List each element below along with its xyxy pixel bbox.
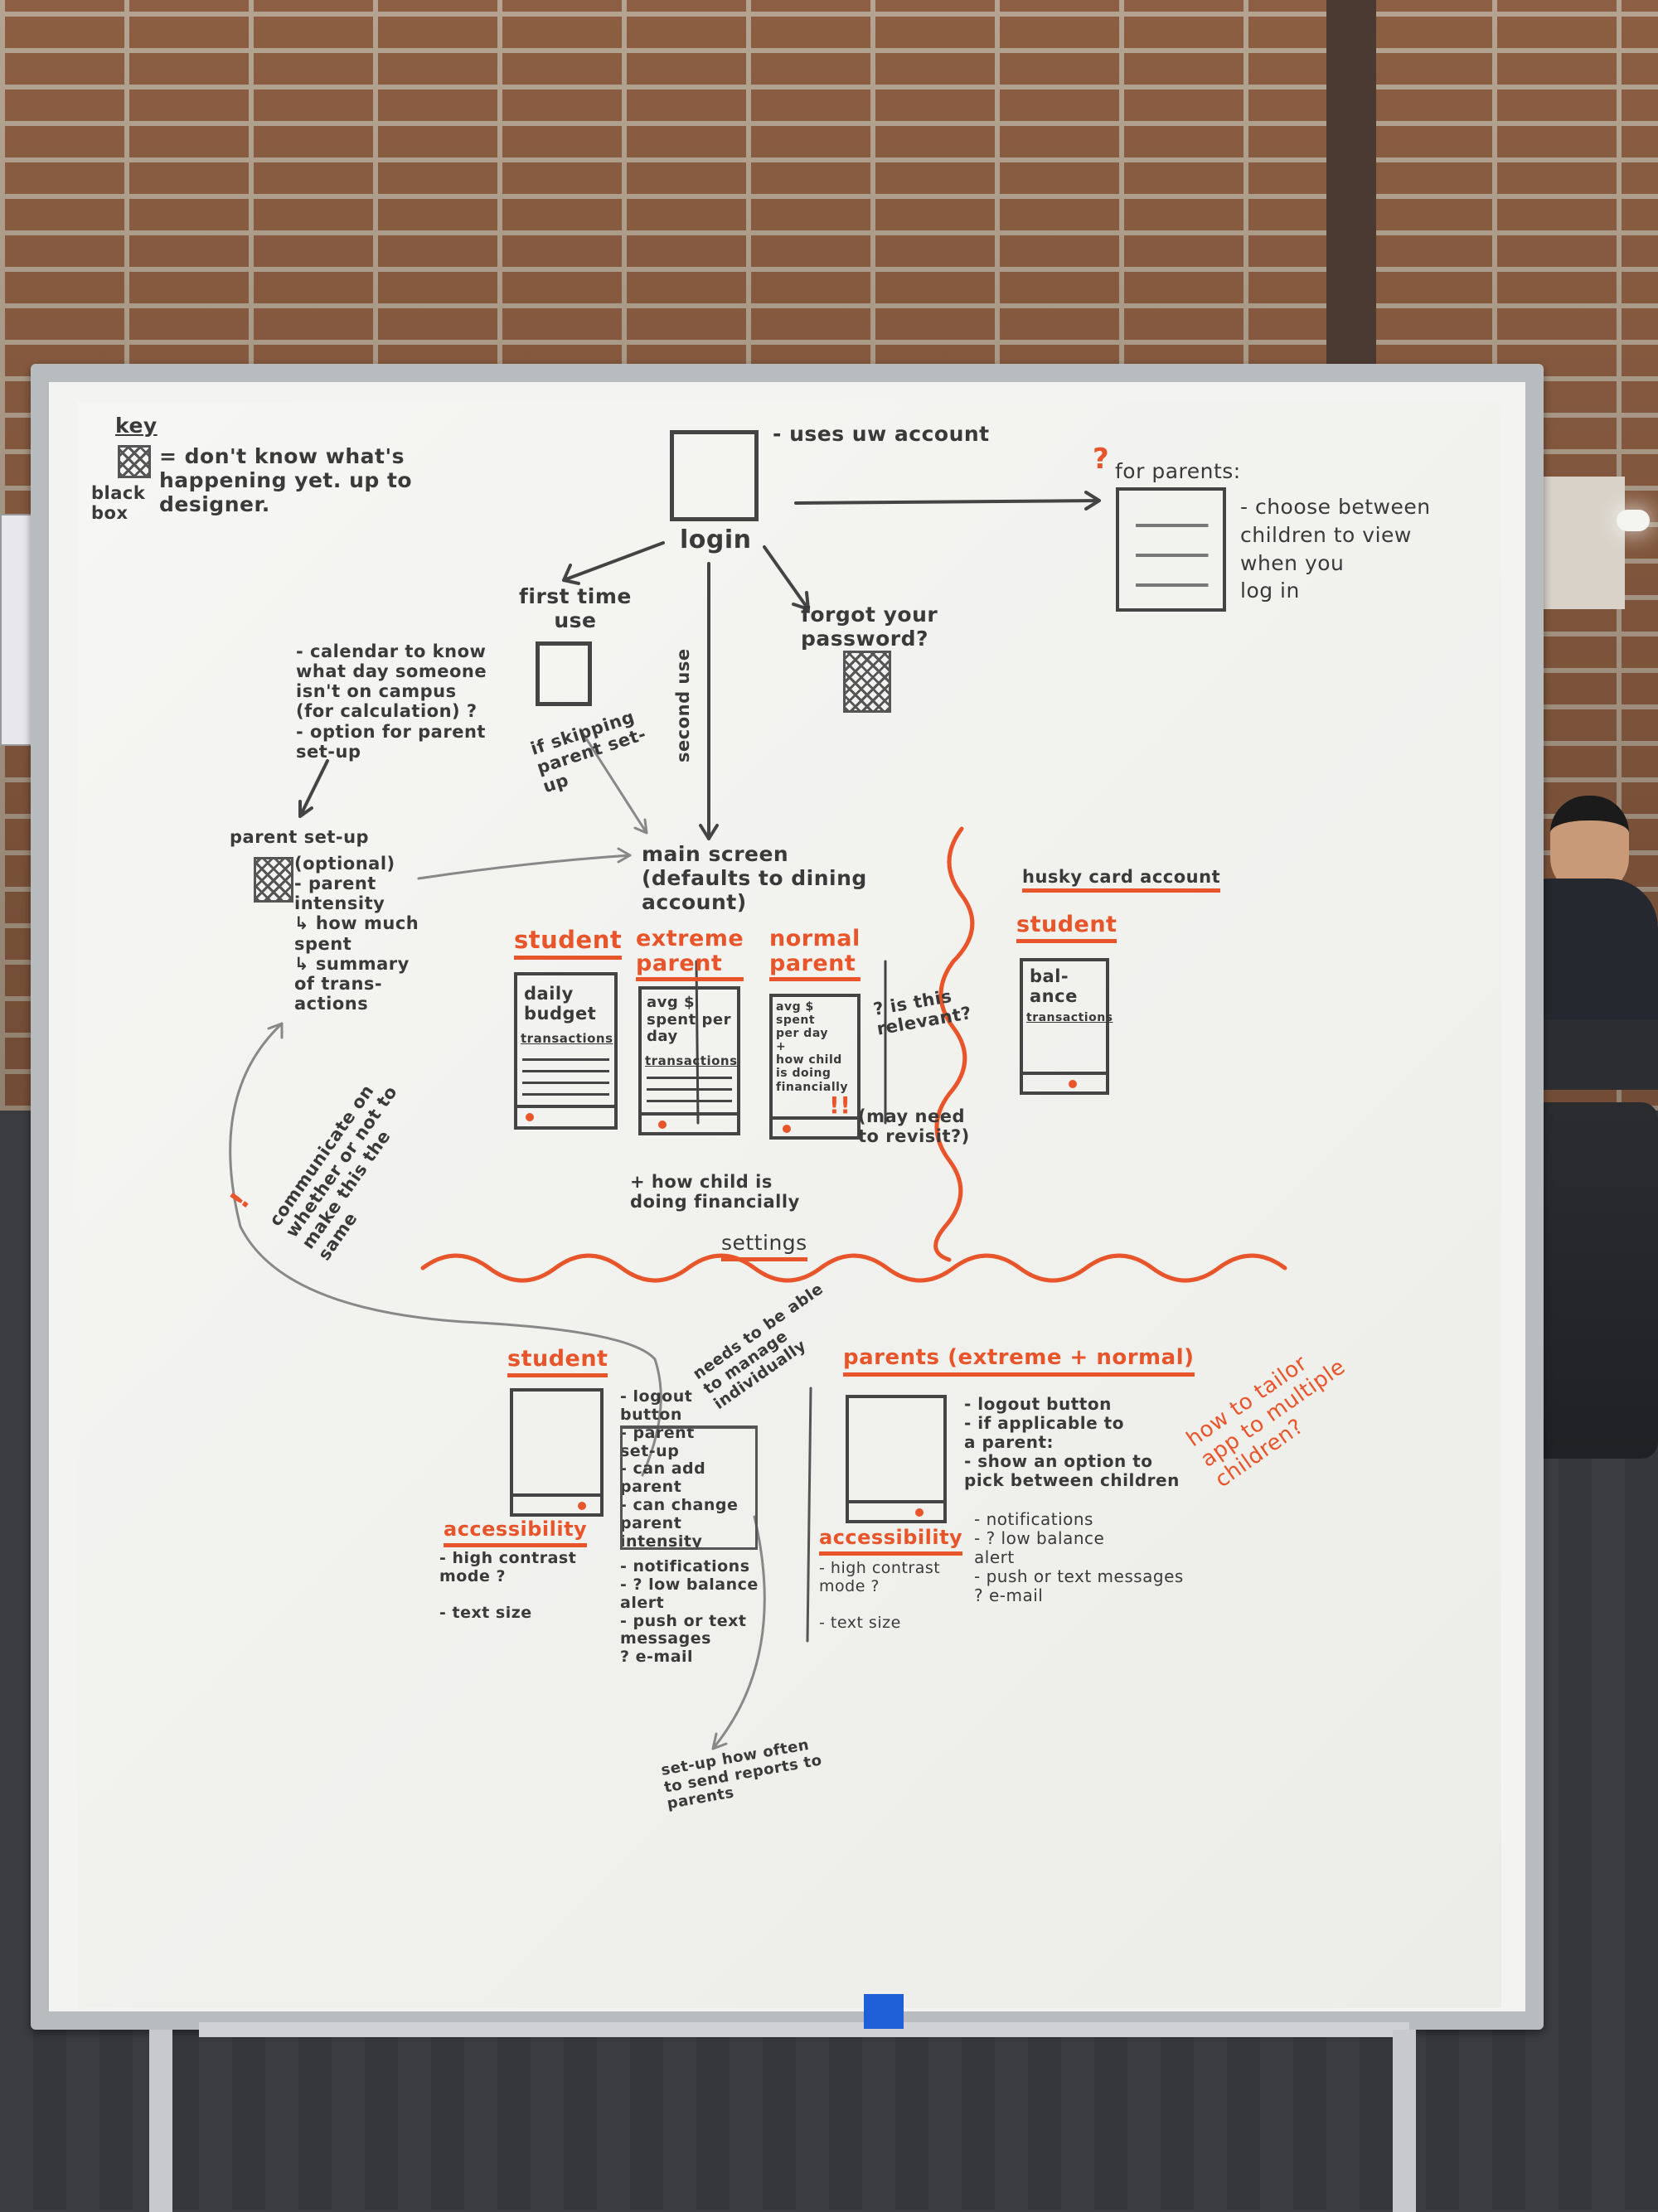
extreme-parent-main-screen-sketch: avg $ spent per day transactions [638, 986, 740, 1135]
key-title: key [115, 414, 158, 438]
column-header-student: student [514, 926, 623, 961]
screen-subtext: transactions [521, 1031, 613, 1046]
parent-setup-title: parent set-up [230, 827, 370, 847]
whiteboard-crossbar [199, 2022, 1409, 2037]
parent-setup-notes: (optional) - parent intensity ↳ how much… [294, 854, 419, 1014]
first-time-use-label: first time use [519, 584, 632, 632]
parent-settings-items: - logout button - if applicable to a par… [964, 1394, 1180, 1490]
parent-accessibility-items: - high contrast mode ? - text size [819, 1559, 941, 1632]
black-box-hatch-icon [118, 445, 151, 478]
husky-card-title: husky card account [1022, 867, 1221, 893]
student-settings-screen-sketch [510, 1388, 604, 1517]
screen-text: avg $ spent per day + how child is doing… [776, 1000, 849, 1094]
orange-divider-horizontal [420, 1253, 1287, 1283]
settings-student-header: student [507, 1346, 608, 1378]
transaction-lines [647, 1077, 732, 1110]
whiteboard [78, 402, 1501, 2008]
screen-subtext: transactions [645, 1053, 738, 1068]
student-settings-items: - logout button - parent set-up - can ad… [620, 1387, 739, 1551]
settings-parents-header: parents (extreme + normal) [843, 1345, 1195, 1377]
arrow-to-parents [794, 491, 1101, 511]
wall-lamp [1534, 477, 1650, 609]
parent-accessibility-header: accessibility [819, 1526, 963, 1556]
for-parents-note: - choose between children to view when y… [1240, 495, 1431, 603]
child-picker-sketch [1116, 487, 1226, 612]
child-financial-note: + how child is doing financially [630, 1172, 800, 1212]
orange-divider-vertical [933, 826, 975, 1262]
revisit-exclaim: !! [829, 1091, 851, 1119]
husky-student-header: student [1016, 912, 1117, 944]
column-header-extreme-parent: extreme parent [636, 927, 744, 982]
arrow-to-parent-setup [298, 759, 329, 818]
student-accessibility-header: accessibility [444, 1517, 588, 1547]
arrow-login-to-first-time [562, 541, 665, 585]
parent-notifications: - notifications - ? low balance alert - … [974, 1509, 1184, 1605]
husky-screen-sketch: bal- ance transactions [1020, 958, 1113, 1095]
forgot-password-label: forgot your password? [801, 603, 938, 651]
first-time-screen-sketch [536, 641, 592, 706]
login-screen-sketch [670, 430, 759, 521]
arrow-second-use [699, 562, 719, 840]
column-header-normal-parent: normal parent [769, 927, 861, 982]
screen-text: daily budget [524, 984, 597, 1024]
tab-bar [1023, 1072, 1106, 1091]
key-black-box-label: black box [91, 483, 146, 524]
arrow-login-to-forgot [763, 545, 810, 611]
arrow-to-reports [711, 1515, 766, 1750]
settings-title: settings [721, 1231, 807, 1261]
student-accessibility-items: - high contrast mode ? - text size [439, 1549, 577, 1622]
parent-setup-bracket [620, 1425, 758, 1550]
question-mark: ? [1093, 443, 1110, 476]
revisit-note: (may need to revisit?) [858, 1106, 970, 1147]
pillar [1326, 0, 1376, 365]
settings-divider [806, 1387, 812, 1643]
tab-bar [513, 1493, 600, 1513]
tab-bar [849, 1500, 943, 1520]
tab-bar [517, 1105, 614, 1126]
transaction-lines [522, 1058, 609, 1096]
tab-bar [773, 1116, 857, 1136]
parent-setup-black-box-icon [254, 857, 293, 903]
forgot-black-box-icon [843, 651, 891, 713]
blue-tape [864, 1994, 904, 2029]
screen-text: avg $ spent per day [647, 994, 731, 1046]
normal-parent-main-screen-sketch: avg $ spent per day + how child is doing… [769, 994, 861, 1140]
arrow-skip-to-main [579, 728, 648, 835]
whiteboard-leg [1393, 2030, 1416, 2212]
login-label: login [680, 525, 752, 554]
student-notifications: - notifications - ? low balance alert - … [620, 1557, 759, 1667]
screen-subtext: transactions [1026, 1011, 1113, 1024]
for-parents-title: for parents: [1115, 459, 1241, 483]
key-meaning: = don't know what's happening yet. up to… [159, 444, 413, 516]
student-main-screen-sketch: daily budget transactions [514, 972, 618, 1130]
second-use-label: second use [673, 648, 693, 762]
screen-text: bal- ance [1030, 966, 1078, 1007]
main-screen-title: main screen (defaults to dining account) [642, 842, 867, 914]
parent-settings-screen-sketch [846, 1395, 947, 1523]
communicate-curve [229, 1022, 662, 1477]
login-note: - uses uw account [773, 422, 990, 446]
whiteboard-leg [149, 2030, 172, 2212]
first-time-notes: - calendar to know what day someone isn'… [296, 641, 487, 762]
tab-bar [642, 1112, 737, 1132]
arrow-setup-to-main [417, 847, 632, 880]
